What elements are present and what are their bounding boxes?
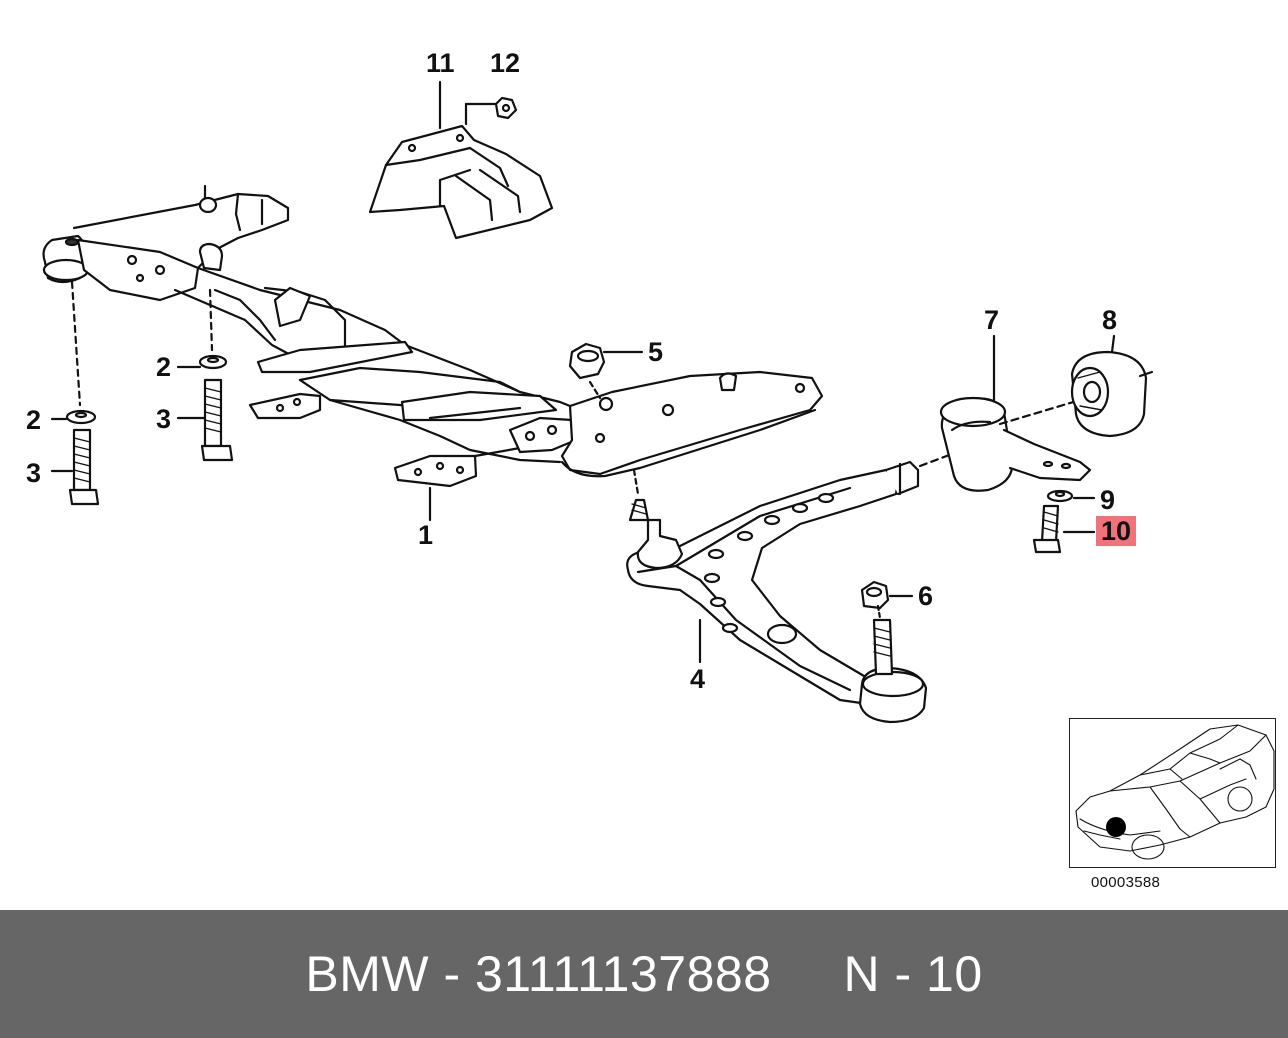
callout-label: 7 xyxy=(984,305,1000,335)
bolt-washer-part xyxy=(1032,489,1096,554)
diagram-reference-code: 00003588 xyxy=(1091,874,1161,891)
callout-label: 2 xyxy=(156,352,172,382)
vehicle-locator-inset xyxy=(1069,718,1276,868)
callout-label: 6 xyxy=(918,581,934,611)
hex-nut-part-5 xyxy=(568,342,644,400)
part-number-text: BMW - 31111137888 N - 10 xyxy=(305,946,983,1002)
axle-carrier-part xyxy=(42,184,824,488)
rubber-mount-part xyxy=(998,334,1154,438)
heat-shield-part xyxy=(368,80,554,240)
locator-dot-icon xyxy=(1106,817,1126,837)
callout-label: 3 xyxy=(26,458,42,488)
control-arm-part xyxy=(626,460,928,724)
callout-label: 1 xyxy=(418,520,434,550)
callout-label: 11 xyxy=(426,48,455,78)
callout-label: 9 xyxy=(1100,485,1116,515)
callout-label: 2 xyxy=(26,405,42,435)
callout-label: 12 xyxy=(490,48,521,78)
center-fastener-stack xyxy=(176,288,234,462)
callout-label: 3 xyxy=(156,404,172,434)
suspension-line-art xyxy=(42,80,1154,724)
left-fastener-stack xyxy=(50,280,100,506)
callout-label-highlighted: 10 xyxy=(1096,516,1137,546)
callout-label: 4 xyxy=(690,664,706,694)
parts-diagram: 1 2 3 2 3 4 5 6 7 8 9 10 11 12 00003588 xyxy=(26,48,1276,891)
car-silhouette-icon xyxy=(1075,724,1275,860)
bushing-bracket-part xyxy=(918,334,1092,492)
callout-label: 8 xyxy=(1102,305,1118,335)
part-number-footer: BMW - 31111137888 N - 10 xyxy=(0,910,1288,1038)
callout-label: 5 xyxy=(648,337,664,367)
